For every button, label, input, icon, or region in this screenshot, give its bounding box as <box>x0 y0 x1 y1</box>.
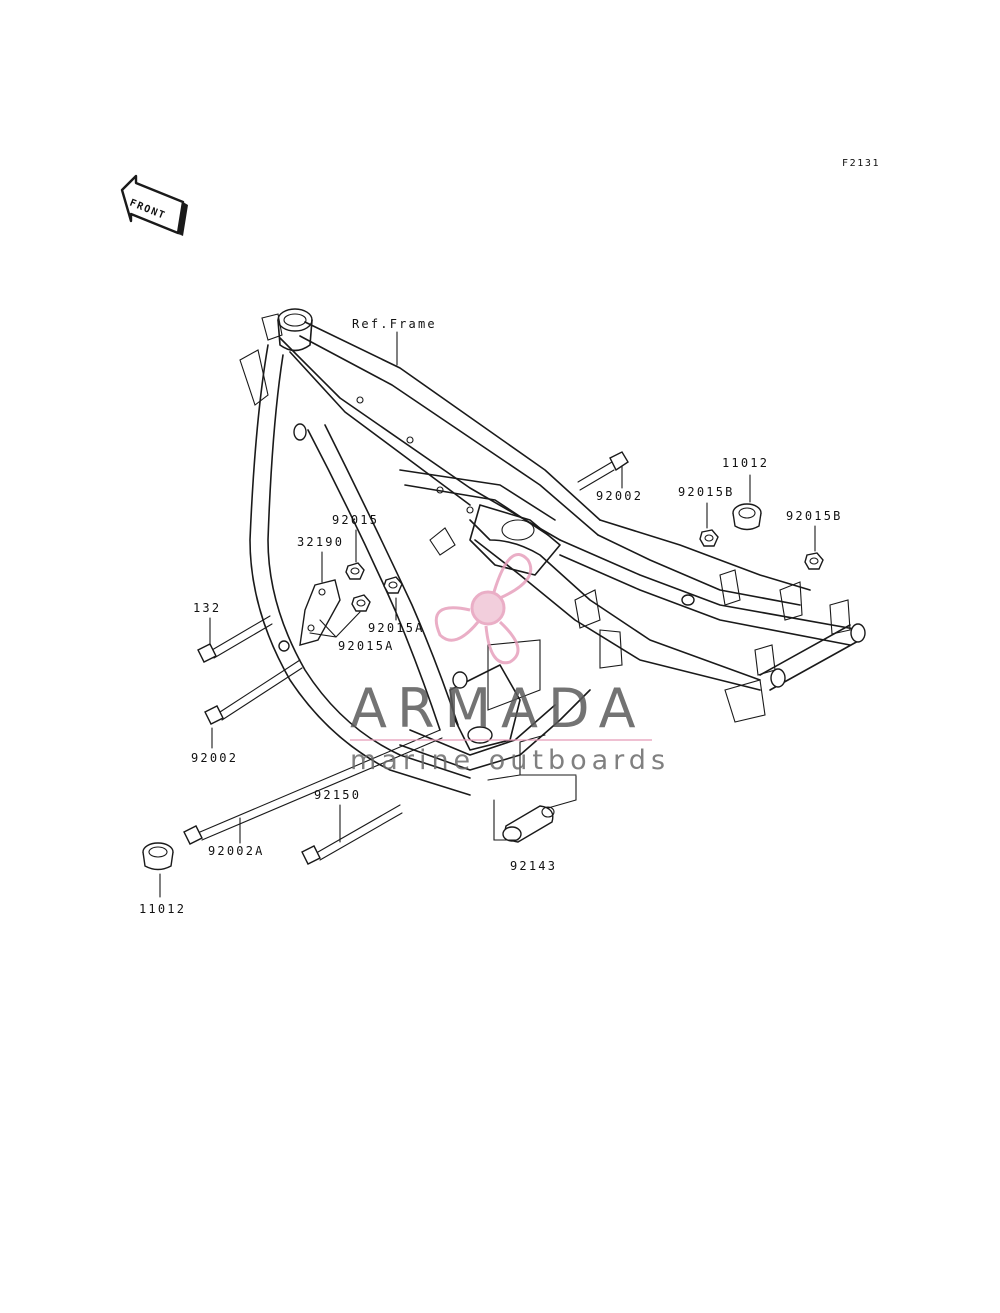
label-92015B-b: 92015B <box>786 509 843 523</box>
motorcycle-frame <box>239 308 866 796</box>
label-92150: 92150 <box>314 788 361 802</box>
ref-frame-label: Ref.Frame <box>352 317 437 331</box>
label-132: 132 <box>193 601 221 615</box>
label-92002-left: 92002 <box>191 751 238 765</box>
grommet-11012-top <box>732 503 762 531</box>
label-11012-top: 11012 <box>722 456 769 470</box>
label-92002A: 92002A <box>208 844 265 858</box>
bolt-92002-top <box>577 451 629 491</box>
label-92015A-b: 92015A <box>338 639 395 653</box>
bolt-92150 <box>301 804 403 865</box>
label-32190: 32190 <box>297 535 344 549</box>
propeller-logo-icon <box>434 553 533 665</box>
nut-92015B-b <box>804 552 824 570</box>
nut-92015 <box>345 562 365 580</box>
bolt-92002A <box>183 729 443 845</box>
front-arrow-icon: FRONT <box>120 174 188 236</box>
label-92015: 92015 <box>332 513 379 527</box>
label-11012-bottom: 11012 <box>139 902 186 916</box>
watermark: ARMADA marine outboards <box>350 553 670 776</box>
label-92002-top: 92002 <box>596 489 643 503</box>
bolt-132 <box>197 615 273 663</box>
nut-92015B-a <box>699 529 719 547</box>
watermark-brand: ARMADA <box>350 677 646 740</box>
nut-92015A-b <box>351 594 371 612</box>
diagram-code: F2131 <box>842 158 880 169</box>
nut-92015A-a <box>383 576 403 594</box>
collar-92143 <box>502 805 555 843</box>
label-92015A-a: 92015A <box>368 621 425 635</box>
grommet-11012-bottom <box>142 842 174 871</box>
bolt-92002-left <box>204 659 303 725</box>
label-92143: 92143 <box>510 859 557 873</box>
watermark-tagline: marine outboards <box>350 745 670 776</box>
bracket-32190 <box>299 579 341 646</box>
label-92015B-a: 92015B <box>678 485 735 499</box>
